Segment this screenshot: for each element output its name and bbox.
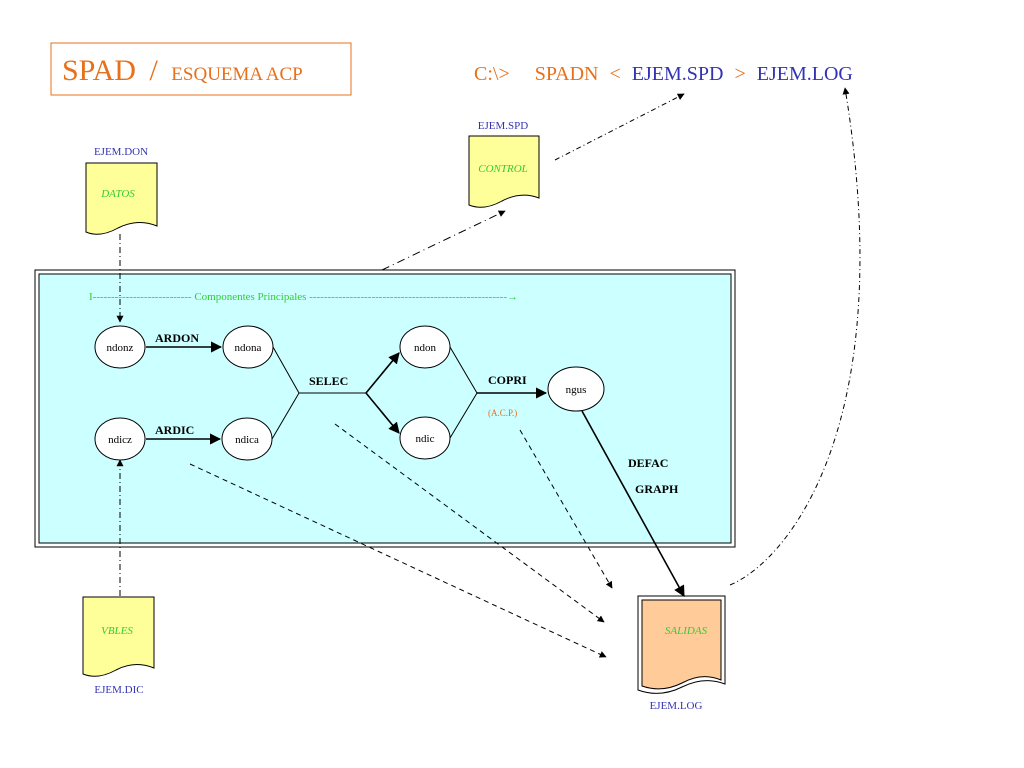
node-ndona: ndona [222,325,274,369]
step-defac: DEFAC [628,456,668,470]
step-ardic: ARDIC [155,423,194,437]
datos-label: DATOS [100,188,135,200]
arrow-ardic-salidas [189,463,607,658]
arrow-copri-salidas [519,429,613,589]
copri-connector: COPRI (A.C.P.) [449,346,548,439]
node-ndicz-label: ndicz [108,434,132,446]
node-ngus-label: ngus [566,384,587,396]
salidas-label: SALIDAS [665,625,708,637]
step-ardon: ARDON [155,331,199,345]
node-ndic-label: ndic [416,433,435,445]
datos-filename: EJEM.DON [94,146,148,158]
control-filename: EJEM.SPD [478,120,528,132]
arrow-control-command [554,93,685,161]
arrow-panel-control [381,210,506,271]
svg-text:SPAD / ESQUEMA ACP: SPAD / ESQUEMA ACP [62,54,303,87]
vbles-document: VBLES EJEM.DIC [82,596,155,696]
node-ndicz: ndicz [94,417,146,461]
node-ndon: ndon [399,325,451,369]
datos-document: EJEM.DON DATOS [85,146,158,235]
node-ngus: ngus [547,366,605,412]
selec-connector: SELEC [271,346,400,440]
command-input: EJEM.SPD [632,63,724,85]
node-ndica: ndica [221,417,273,461]
arrow-selec-salidas [334,423,605,623]
step-copri: COPRI [488,373,527,387]
panel-header: I--------------------------- Componentes… [89,291,518,303]
title-main: SPAD [62,54,136,87]
node-ndonz-label: ndonz [107,342,134,354]
arrow-salidas-log [729,87,861,586]
salidas-document: SALIDAS EJEM.LOG [637,595,726,712]
control-label: CONTROL [478,163,528,175]
command-output: EJEM.LOG [757,63,853,85]
command-line: C:\> SPADN < EJEM.SPD > EJEM.LOG [474,63,853,85]
salidas-filename: EJEM.LOG [650,700,703,712]
node-ndic: ndic [399,416,451,460]
title-slash: / [149,54,158,87]
node-ndon-label: ndon [414,342,437,354]
vbles-filename: EJEM.DIC [94,684,143,696]
node-ndonz: ndonz [94,325,146,369]
command-lt: < [609,63,620,85]
command-prompt: C:\> [474,63,510,85]
title-box: SPAD / ESQUEMA ACP [50,42,352,96]
acp-panel: I--------------------------- Componentes… [34,269,736,548]
node-ndica-label: ndica [235,434,259,446]
step-selec: SELEC [309,374,348,388]
title-sub: ESQUEMA ACP [171,64,302,85]
node-ndona-label: ndona [235,342,262,354]
control-document: EJEM.SPD CONTROL [468,120,540,208]
step-acp: (A.C.P.) [488,408,517,418]
vbles-label: VBLES [101,625,133,637]
command-gt: > [734,63,745,85]
command-program: SPADN [535,63,599,85]
step-graph: GRAPH [635,482,679,496]
arrow-ngus-salidas [581,410,685,597]
